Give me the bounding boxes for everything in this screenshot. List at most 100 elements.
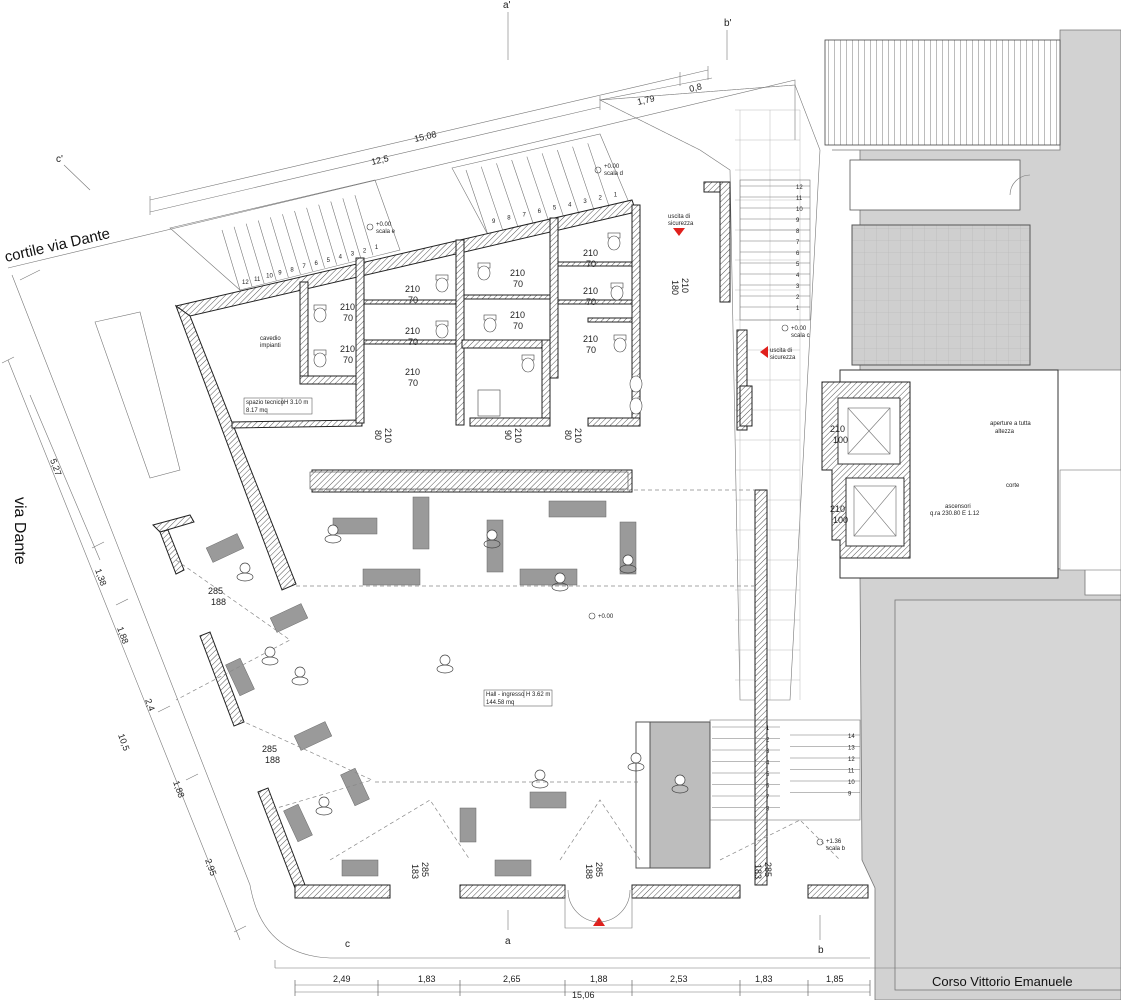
door-label: 183 — [410, 864, 420, 879]
svg-text:scala c: scala c — [791, 333, 810, 339]
stair-step — [354, 195, 374, 256]
bench — [412, 496, 430, 550]
stair-step-number: 4 — [796, 273, 800, 279]
stair-step-number: 9 — [848, 792, 852, 798]
toilet-icon — [313, 307, 327, 323]
door-label: 210 — [340, 344, 355, 354]
door-label: 210 — [583, 286, 598, 296]
stair-step-number: 8 — [796, 229, 800, 235]
person-figure — [630, 752, 642, 764]
person-figure — [264, 646, 276, 658]
stair-step — [587, 143, 611, 209]
street-cortile-via-dante: cortile via Dante — [3, 225, 112, 266]
stair-step-number: 12 — [796, 185, 803, 191]
stair-step — [557, 149, 580, 216]
svg-text:+0.00: +0.00 — [791, 326, 807, 332]
bench — [340, 767, 370, 807]
street-corso-vittorio-emanuele: Corso Vittorio Emanuele — [932, 974, 1073, 989]
bench — [341, 859, 379, 877]
svg-text:uscita di: uscita di — [668, 214, 690, 220]
svg-text:H 3.10 m: H 3.10 m — [284, 400, 308, 406]
exit-marker-east: uscita di sicurezza — [760, 346, 796, 361]
bench — [269, 603, 309, 633]
stair-step — [511, 159, 534, 226]
stair-step-number: 9 — [278, 271, 282, 277]
door-label: 100 — [833, 435, 848, 445]
level-marker-scala-c: +0.00 scala c — [781, 324, 810, 339]
door-label: 70 — [513, 279, 523, 289]
cavedio-label-2: impianti — [260, 343, 281, 349]
sink-icon — [629, 375, 643, 393]
person-figure — [622, 554, 634, 566]
stair-step — [342, 198, 362, 259]
toilet-icon — [607, 235, 621, 251]
dim-left-1: 5,27 — [48, 457, 63, 477]
section-b: b — [818, 945, 824, 956]
section-b-top: b' — [724, 18, 732, 29]
stair-step-number: 8 — [766, 807, 770, 813]
bench — [332, 517, 378, 535]
dim-bottom-5: 2,53 — [670, 974, 688, 984]
stair-step-number: 6 — [538, 209, 542, 215]
dim-bottom-total: 15,06 — [572, 990, 595, 1000]
svg-text:scala d: scala d — [604, 171, 623, 177]
bench — [486, 519, 504, 573]
section-c: c — [345, 939, 350, 950]
level-marker-scala-e: +0.00 scala e — [366, 222, 396, 235]
person-figure — [671, 784, 689, 794]
dim-bottom-7: 1,85 — [826, 974, 844, 984]
stair-step-number: 12 — [848, 757, 855, 763]
door-label: 188 — [211, 597, 226, 607]
toilet-icon — [483, 317, 497, 333]
level-marker-hall: +0.00 — [588, 612, 614, 620]
dim-bottom-1: 2,49 — [333, 974, 351, 984]
door-label: 285 — [208, 586, 223, 596]
toilet-icon — [477, 265, 491, 281]
sink-icon — [629, 397, 643, 415]
door-label: 210 — [830, 424, 845, 434]
person-figure — [486, 529, 498, 541]
stair-step-number: 1 — [766, 726, 770, 732]
stair-step-number: 1 — [375, 245, 379, 251]
stair-step — [465, 169, 489, 236]
dim-top-4: 0,8 — [688, 81, 702, 94]
door-label: 70 — [586, 297, 596, 307]
toilet-icon — [613, 337, 627, 353]
stair-step-number: 11 — [796, 196, 803, 202]
door-label: 188 — [584, 864, 594, 879]
door-label: 210 — [830, 504, 845, 514]
stair-step-number: 8 — [290, 267, 294, 273]
door-label: 285 — [262, 744, 277, 754]
bench — [205, 533, 245, 563]
door-label: 90 — [503, 430, 513, 440]
stair-step-number: 14 — [848, 734, 855, 740]
aperture-label-2: altezza — [995, 429, 1015, 435]
person-figure — [324, 534, 342, 544]
svg-text:8.17 mq: 8.17 mq — [246, 408, 268, 414]
cavedio-label-1: cavedio — [260, 336, 281, 342]
stair-step-number: 6 — [796, 251, 800, 257]
dim-top-1: 15,08 — [413, 129, 437, 144]
svg-text:+1.36: +1.36 — [826, 839, 842, 845]
bench — [362, 568, 421, 586]
toilet-fixtures — [313, 232, 643, 417]
bench — [459, 807, 477, 843]
stair-step — [330, 201, 350, 262]
stair-step — [245, 223, 265, 284]
aperture-label-1: aperture a tutta — [990, 421, 1031, 427]
dim-top-3: 1,79 — [636, 93, 655, 107]
svg-text:144.58 mq: 144.58 mq — [486, 700, 514, 706]
exit-marker-south — [564, 889, 633, 929]
stair-step-number: 11 — [254, 277, 261, 283]
person-figure — [261, 656, 279, 666]
dim-bottom-3: 2,65 — [503, 974, 521, 984]
stair-step — [221, 229, 241, 291]
stair-step-number: 7 — [302, 264, 306, 270]
stair-step-number: 5 — [553, 206, 557, 212]
door-label: 70 — [343, 313, 353, 323]
door-label: 210 — [405, 284, 420, 294]
stair-step-number: 1 — [614, 192, 618, 198]
stair-step-number: 6 — [315, 261, 319, 267]
toilet-icon — [313, 352, 327, 368]
section-a-top: a' — [503, 0, 511, 11]
